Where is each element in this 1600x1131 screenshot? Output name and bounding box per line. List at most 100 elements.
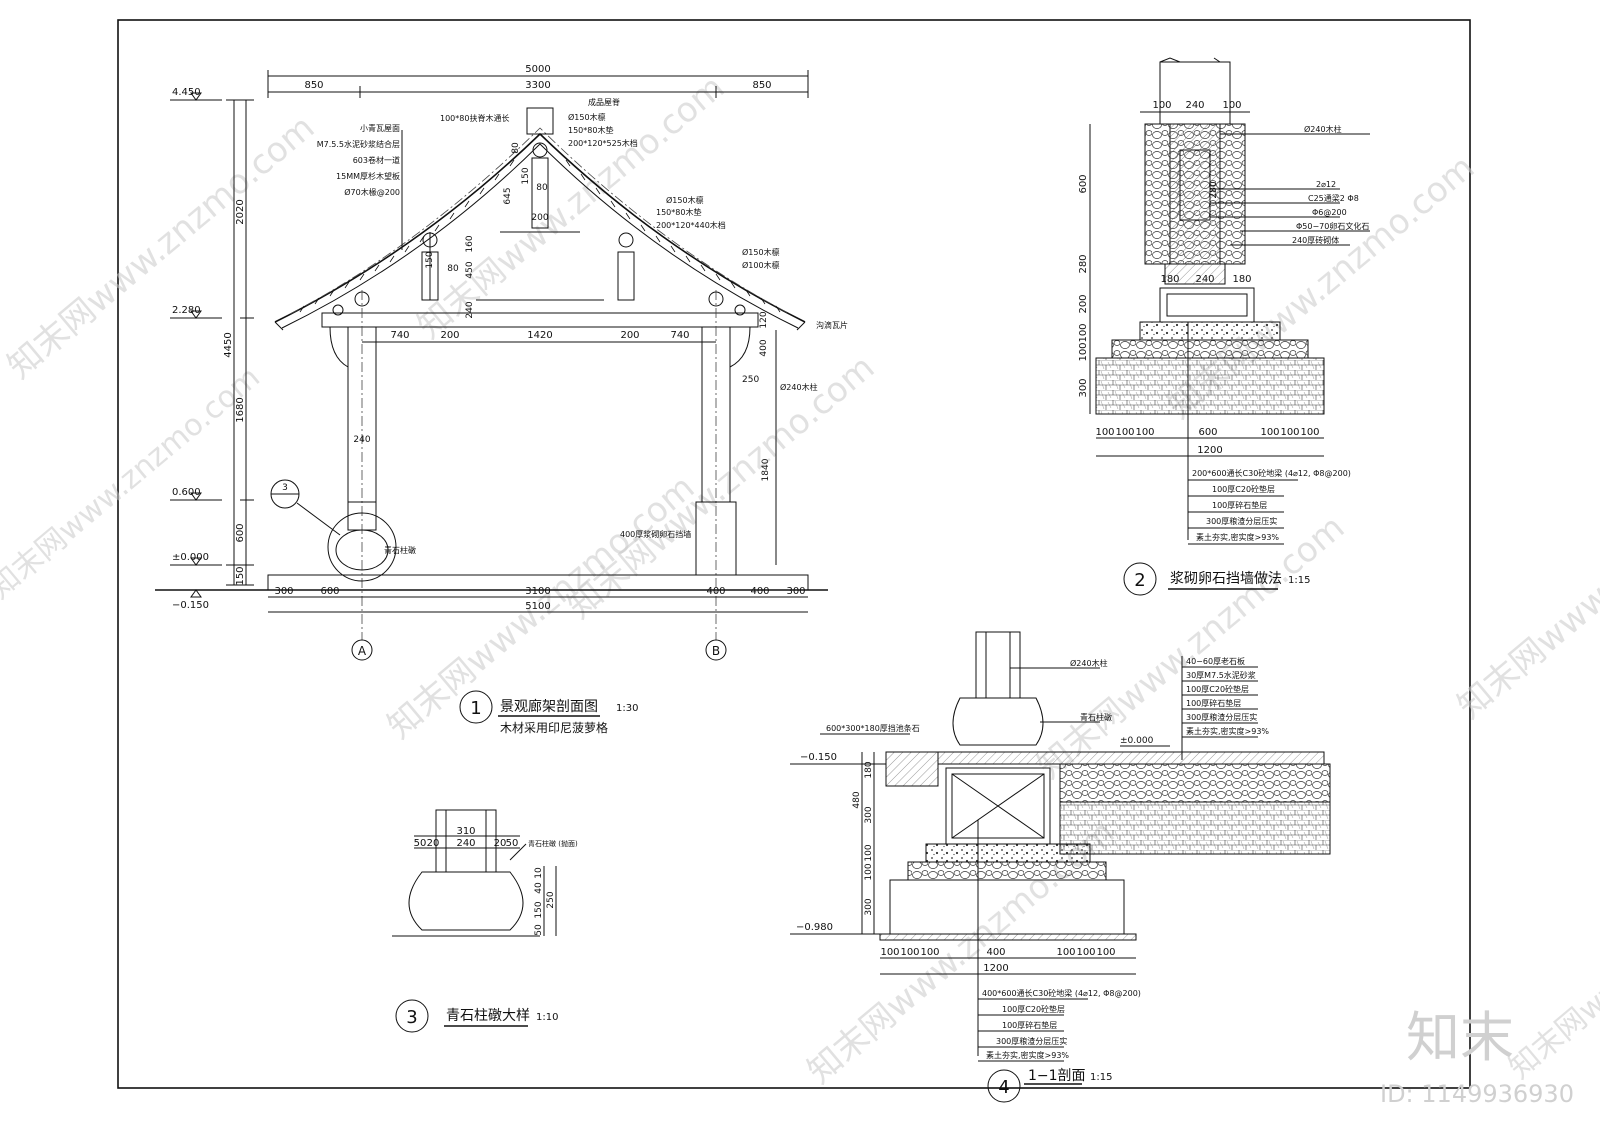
base-label: 青石柱礅 (1080, 712, 1112, 722)
ridge-label: 150*80木垫 (568, 125, 613, 135)
dim-bottom: 100 (1135, 427, 1154, 438)
watermark-text: 知末网www.znzmo.com (1503, 840, 1600, 1086)
dim-bottom: 100 (920, 947, 939, 958)
brand-watermark: 知末 (1406, 1006, 1514, 1069)
dim-inner: 80 (447, 264, 459, 274)
level-mark: −0.150 (800, 752, 837, 763)
dim-top: 100 (1152, 100, 1171, 111)
retaining-wall-detail: 100 240 100 600 280 200 100 100 300 280 … (1078, 57, 1370, 596)
dim-left: 280 (1078, 254, 1089, 273)
drawing-scale: 1:10 (536, 1012, 558, 1023)
drawing-title: 浆砌卵石挡墙做法 (1170, 571, 1282, 587)
dim-mid: 240 (1195, 274, 1214, 285)
dim-left: 150 (235, 566, 246, 585)
layer-label: 30厚M7.5水泥砂浆 (1186, 670, 1256, 680)
main-section-drawing: 5000 850 3300 850 2020 4450 1680 600 150… (155, 64, 848, 735)
level-mark: 4.450 (172, 87, 201, 98)
dim-left: 100 (1078, 323, 1089, 342)
dim-top: 240 (456, 838, 475, 849)
wall-label: 2⌀12 (1316, 180, 1336, 189)
dim-inner: 150 (425, 251, 435, 268)
roof-layer-label: 小青瓦屋面 (360, 123, 400, 133)
level-mark: −0.150 (172, 600, 209, 611)
dim-inner: 80 (536, 183, 548, 193)
level-marks: 4.450 2.280 0.600 ±0.000 −0.150 (170, 87, 222, 611)
dim-bottom: 100 (1280, 427, 1299, 438)
dim-beam: 200 (620, 330, 639, 341)
gutter-label: 沟滴瓦片 (816, 320, 848, 330)
dim-top: 20 (427, 838, 440, 849)
id-watermark: ID: 1149936930 (1380, 1080, 1574, 1108)
dim-bottom: 100 (1076, 947, 1095, 958)
purlin-label: 150*80木垫 (656, 207, 701, 217)
level-mark: 0.600 (172, 487, 201, 498)
dim-inner: 250 (742, 375, 759, 385)
dim-inner: 240 (465, 301, 475, 318)
wall-label: 240厚砖砌体 (1292, 235, 1339, 245)
dim-bottom: 400 (750, 586, 769, 597)
dim-bottom: 300 (274, 586, 293, 597)
wall-label: Ø240木柱 (1304, 124, 1342, 134)
layer-label: 40−60厚老石板 (1186, 656, 1245, 666)
layer-label: 400*600通长C30砼地梁 (4⌀12, Φ8@200) (982, 988, 1141, 998)
layer-label: 100厚C20砼垫层 (1212, 484, 1275, 494)
dim-bottom: 100 (880, 947, 899, 958)
dim-inner: 1840 (761, 458, 771, 481)
dim-bottom: 1200 (1197, 445, 1222, 456)
dim-left: 480 (852, 791, 862, 808)
drawing-scale: 1:15 (1090, 1072, 1112, 1083)
dim-right: 250 (546, 891, 556, 908)
dim-left: 180 (864, 761, 874, 778)
roof-layer-label: M7.5.5水泥砂浆结合层 (317, 139, 400, 149)
dim-inner: 400 (759, 339, 769, 356)
dim-bottom: 3100 (525, 586, 550, 597)
base-label: 青石柱礅 (抛面) (528, 839, 578, 848)
dim-beam: 740 (670, 330, 689, 341)
dim-bottom: 300 (786, 586, 805, 597)
watermark-text: 知末网www.znzmo.com (0, 107, 322, 386)
dim-bottom: 5100 (525, 601, 550, 612)
watermark-text: 知末网www.znzmo.com (0, 360, 267, 606)
dim-top: 3300 (525, 80, 550, 91)
dim-inner: 80 (511, 142, 521, 154)
dim-bottom: 100 (1056, 947, 1075, 958)
dim-bottom: 100 (1300, 427, 1319, 438)
ridge-label: 200*120*525木档 (568, 138, 638, 148)
drawing-note: 木材采用印尼菠萝格 (500, 720, 608, 735)
section-1-1-detail: −0.150 −0.980 180 480 300 100 100 300 Ø2… (790, 631, 1331, 1103)
dim-mid: 180 (1160, 274, 1179, 285)
wall-label: Φ50−70卵石文化石 (1296, 221, 1369, 231)
dim-top: 20 (494, 838, 507, 849)
layer-label: 素土夯实,密实度>93% (1186, 726, 1269, 736)
watermark-text: 知末网www.znzmo.com (1450, 447, 1600, 726)
dim-top: 5000 (525, 64, 550, 75)
drawing-scale: 1:30 (616, 703, 638, 714)
dim-left: 200 (1078, 294, 1089, 313)
dim-bottom: 1200 (983, 963, 1008, 974)
dim-mid: 280 (1209, 181, 1219, 198)
level-mark: 2.280 (172, 305, 201, 316)
dim-inner: 240 (353, 435, 370, 445)
wall-label: C25通梁2 Φ8 (1308, 193, 1359, 203)
watermark-text: 知末网www.znzmo.com (1030, 507, 1352, 786)
layer-label: 100厚C20砼垫层 (1002, 1004, 1065, 1014)
purlin-label: Ø150木檩 (666, 195, 704, 205)
layer-label: 300厚粮渣分层压实 (1206, 516, 1277, 526)
dim-left: 600 (235, 523, 246, 542)
layer-label: 100厚C20砼垫层 (1186, 684, 1249, 694)
roof-layer-label: Ø70木椽@200 (344, 187, 400, 197)
dim-inner: 450 (465, 261, 475, 278)
column-label: Ø240木柱 (1070, 658, 1108, 668)
dim-right: 50 (534, 924, 544, 936)
ridge-label: 成品屋脊 (588, 97, 620, 107)
dim-top: 850 (752, 80, 771, 91)
axis-label-a: A (358, 644, 367, 658)
layer-label: 素土夯实,密实度>93% (1196, 532, 1279, 542)
dim-bottom: 600 (1198, 427, 1217, 438)
drawing-title: 1−1剖面 (1028, 1068, 1086, 1084)
dim-left: 300 (864, 806, 874, 823)
dim-right: 40 (534, 882, 544, 894)
dim-bottom: 100 (1095, 427, 1114, 438)
dim-right: 150 (534, 901, 544, 918)
base-label: 青石柱礅 (384, 545, 416, 555)
